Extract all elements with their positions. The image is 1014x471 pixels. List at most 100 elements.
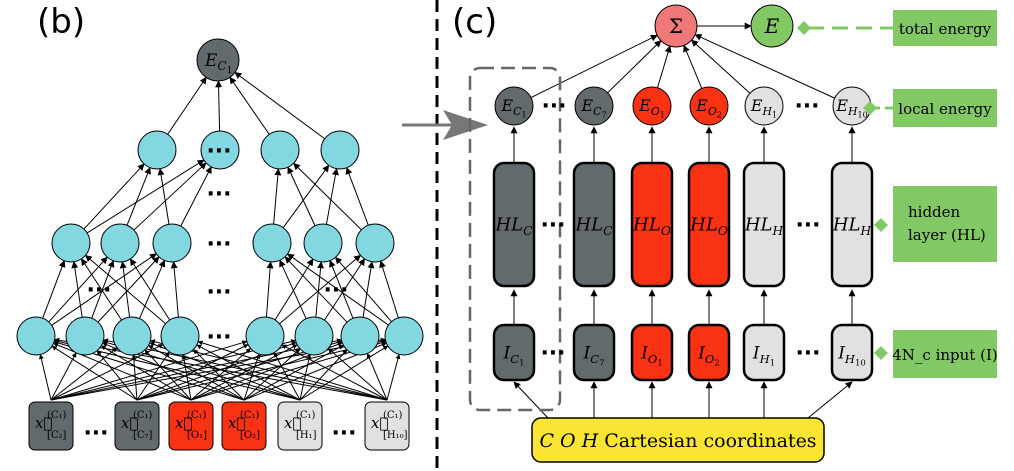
node-label: IO1 (640, 344, 663, 369)
connection (81, 258, 122, 321)
input-block-0: IC1 (492, 323, 536, 382)
sum-node: Σ (654, 4, 698, 48)
node-label: IC1 (503, 344, 525, 369)
energy-to-sum-arrow (691, 39, 751, 94)
ellipsis: ··· (540, 213, 565, 238)
neuron (160, 316, 200, 356)
connection (325, 168, 339, 225)
connection (91, 260, 115, 319)
node-label: IO2 (697, 344, 720, 369)
energy-to-sum-arrow (656, 45, 672, 88)
connection (193, 349, 245, 401)
local-energy-node-0: EC1 (494, 86, 534, 126)
input-blocks: IC1 IC7 IO1 IO2 IH1 IH10 (492, 323, 874, 382)
ellipsis: ··· (795, 213, 820, 238)
connection (274, 258, 314, 321)
cartesian-coordinates-box: C O H Cartesian coordinates (531, 417, 825, 463)
connection (167, 76, 207, 135)
ellipsis: ··· (83, 421, 108, 446)
input-vector-symbol: x⃗ (175, 414, 192, 432)
connection (42, 260, 66, 319)
energy-to-sum-arrow (694, 34, 835, 99)
connection (97, 256, 160, 323)
local-energy-node-4: EH1 (744, 86, 784, 126)
energy-to-sum-arrow (607, 40, 662, 94)
input-block-5: IH10 (830, 323, 874, 382)
coord-to-input-arrow (807, 381, 853, 419)
connection (273, 168, 282, 225)
neuron (152, 223, 192, 263)
local-energy-node-5: EH10 (832, 86, 872, 126)
connection (103, 338, 388, 401)
local-energy-node-1: EC7 (574, 86, 614, 126)
connection (386, 353, 401, 401)
neuron (112, 316, 152, 356)
legend-total-energy: total energy (899, 20, 992, 38)
neuron (340, 316, 380, 356)
connection (327, 348, 388, 401)
ellipsis: ··· (795, 341, 820, 366)
connection (126, 167, 151, 226)
total-energy-node: E (750, 4, 794, 48)
input-block-1: IC7 (572, 323, 616, 382)
input-vector-0: x⃗(C₁)[C₂] (28, 401, 74, 451)
node-label: EH10 (835, 96, 867, 119)
connection (51, 253, 157, 326)
legend: total energy local energy hidden layer (… (797, 10, 998, 378)
ellipsis: ··· (206, 325, 231, 350)
input-block-4: IH1 (742, 323, 786, 382)
connection (86, 159, 205, 234)
ellipsis: ··· (331, 421, 356, 446)
local-energy-node-2: EO1 (632, 86, 672, 126)
node-label: EO2 (695, 96, 722, 119)
local-energy-node-3: EO2 (689, 86, 729, 126)
svg-text:E: E (764, 14, 780, 38)
connection (279, 254, 362, 325)
connection (215, 80, 223, 132)
connection (157, 168, 170, 225)
node-label: IC7 (583, 344, 605, 369)
connection (293, 162, 362, 231)
input-vector-superscript: (C₁) (187, 410, 207, 421)
input-vector-superscript: (C₁) (133, 410, 153, 421)
connection (315, 261, 325, 318)
connection (286, 253, 389, 326)
hidden-layer-block-2: HLO (630, 161, 674, 288)
node-label: HLC (574, 215, 613, 239)
input-vector-subscript: [O₂] (240, 430, 260, 441)
neuron (51, 223, 91, 263)
svg-text:Σ: Σ (669, 14, 683, 38)
connection (38, 354, 52, 401)
panel-b-neurons (16, 130, 424, 356)
node-label: EO1 (638, 96, 665, 119)
neuron (200, 130, 240, 170)
input-vector-2: x⃗(C₁)[O₁] (168, 401, 214, 451)
neuron (252, 223, 292, 263)
node-label: EC7 (580, 96, 606, 119)
neuron (137, 130, 177, 170)
hidden-layer-block-5: HLH (830, 161, 874, 288)
connection (229, 76, 270, 135)
connection (324, 258, 365, 321)
connection (83, 163, 145, 230)
neuron (303, 223, 343, 263)
legend-hidden-line2: layer (HL) (908, 226, 986, 244)
input-vector-symbol: x⃗ (121, 414, 138, 432)
legend-hidden-line1: hidden (908, 203, 961, 221)
ellipsis: ··· (541, 94, 566, 119)
connection (84, 254, 166, 325)
node-label: IH1 (752, 344, 775, 369)
connection (129, 258, 171, 321)
neuron (245, 316, 285, 356)
connection (329, 260, 354, 319)
connection (71, 261, 83, 318)
input-vector-subscript: [H₁₀] (383, 430, 408, 441)
hidden-layer-block-1: HLC (572, 161, 616, 288)
node-label: HLH (744, 215, 784, 239)
ellipsis: ··· (206, 232, 231, 257)
ellipsis: ··· (206, 139, 231, 164)
input-vector-5: x⃗(C₁)[H₁₀] (364, 401, 410, 451)
connection (54, 337, 388, 401)
